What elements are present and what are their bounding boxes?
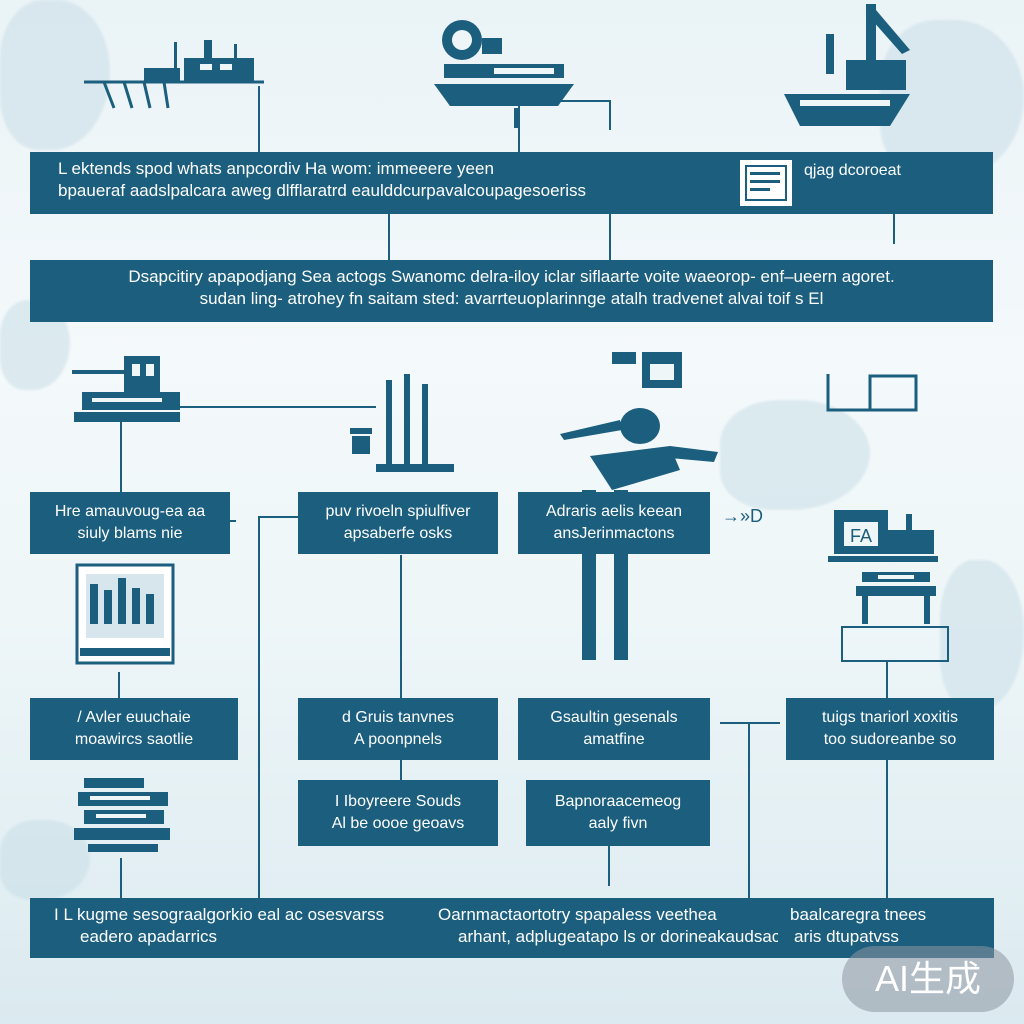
connector-line <box>609 100 611 130</box>
band-bottom-column-1: I L kugme sesograalgorkio eal ac osesvar… <box>54 904 434 948</box>
band-bottom-col3-line-1: baalcaregra tnees <box>790 905 927 924</box>
process-box: / Avler euuchaie moawircs saotlie <box>30 698 238 760</box>
process-box-line-2: too sudoreanbe so <box>823 731 957 748</box>
process-box: puv rivoeln spiulfiver apsaberfe osks <box>298 492 498 554</box>
process-box: tuigs tnariorl xoxitis too sudoreanbe so <box>786 698 994 760</box>
process-box-line-1: Hre amauvoug-ea aa <box>54 503 206 520</box>
connector-line <box>400 760 402 780</box>
connector-line <box>388 214 390 260</box>
process-box: Adraris aelis keean ansJerinmactons <box>518 492 710 554</box>
pipes-icon <box>350 374 454 472</box>
connector-line <box>120 858 122 898</box>
process-box-line-2: moawircs saotlie <box>74 731 194 748</box>
ai-generated-watermark: AI生成 <box>842 946 1014 1012</box>
frame-icon <box>826 374 918 412</box>
map-background-shape <box>720 400 870 510</box>
process-box-line-1: tuigs tnariorl xoxitis <box>821 709 959 726</box>
connector-line <box>886 760 888 898</box>
control-console-icon <box>74 778 170 852</box>
process-box: I Iboyreere Souds Al be oooe geoavs <box>298 780 498 846</box>
band-top-line-1: L ektends spod whats anpcordiv Ha wom: i… <box>58 159 494 178</box>
workbench-icon <box>856 572 936 624</box>
band-bottom-column-3: baalcaregra tnees aris dtupatvss <box>790 904 986 948</box>
offshore-platform-icon <box>84 40 264 109</box>
document-icon <box>740 160 792 206</box>
process-box: Hre amauvoug-ea aa siuly blams nie <box>30 492 230 554</box>
band-bottom-col3-line-2: aris dtupatvss <box>794 927 899 946</box>
outline-box <box>841 626 949 662</box>
process-box-line-1: d Gruis tanvnes <box>341 709 455 726</box>
connector-line <box>176 406 376 408</box>
process-box-line-1: puv rivoeln spiulfiver <box>325 503 471 520</box>
industrial-ship-icon <box>784 4 910 126</box>
process-box-line-2: A poonpnels <box>353 731 443 748</box>
process-box-line-2: amatfine <box>583 731 645 748</box>
band-middle-line-1: Dsapcitiry apapodjang Sea actogs Swanomc… <box>128 267 895 286</box>
band-bottom-col1-line-2: eadero apadarrics <box>80 927 218 946</box>
connector-line <box>120 420 122 492</box>
process-box-line-1: Adraris aelis keean <box>545 503 683 520</box>
process-box-line-1: I Iboyreere Souds <box>334 793 462 810</box>
connector-line <box>258 86 260 152</box>
connector-line <box>748 722 750 898</box>
process-box-line-2: siuly blams nie <box>77 525 183 542</box>
connector-line <box>230 520 236 522</box>
vessel-machine-icon <box>72 356 180 422</box>
process-box-line-2: aaly fivn <box>588 815 648 832</box>
process-box: Gsaultin gesenals amatfine <box>518 698 710 760</box>
band-bottom-col1-line-1: I L kugme sesograalgorkio eal ac osesvar… <box>54 905 385 924</box>
connector-line <box>118 672 120 698</box>
connector-line <box>258 516 260 898</box>
connector-line <box>893 214 895 244</box>
process-box-line-2: ansJerinmactons <box>553 525 675 542</box>
monitor-screen-icon <box>75 563 175 665</box>
map-background-shape <box>940 560 1024 710</box>
connector-line <box>258 516 298 518</box>
connector-line <box>720 722 780 724</box>
arrow-label: →»D <box>722 506 764 526</box>
process-box-line-1: / Avler euuchaie <box>77 709 191 726</box>
band-top-side-label: qjag dcoroeat <box>804 162 901 179</box>
connector-line <box>518 104 520 152</box>
band-bottom-col2-line-2: arhant, adplugeatapo ls or dorineakaudsa… <box>458 927 778 946</box>
band-top-line-2: bpaueraf aadslpalcara aweg dlfflaratrd e… <box>58 181 586 200</box>
supply-crate-icon: FA <box>828 510 938 562</box>
connector-line <box>560 100 610 102</box>
map-background-shape <box>0 0 110 150</box>
process-box-line-2: Al be oooe geoavs <box>331 815 465 832</box>
connector-line <box>886 662 888 698</box>
connector-line <box>400 555 402 698</box>
cargo-ship-icon <box>434 20 574 128</box>
info-band-bottom: I L kugme sesograalgorkio eal ac osesvar… <box>30 898 994 958</box>
process-box: d Gruis tanvnes A poonpnels <box>298 698 498 760</box>
process-box: Bapnoraacemeog aaly fivn <box>526 780 710 846</box>
connector-line <box>608 846 610 886</box>
band-bottom-column-2: Oarnmactaortotry spapaless veethea arhan… <box>438 904 778 948</box>
band-middle-line-2: sudan ling- atrohey fn saitam sted: avar… <box>199 289 824 308</box>
process-box-line-1: Bapnoraacemeog <box>554 793 682 810</box>
info-band-top: L ektends spod whats anpcordiv Ha wom: i… <box>30 152 993 214</box>
connector-line <box>609 214 611 260</box>
band-bottom-col2-line-1: Oarnmactaortotry spapaless veethea <box>438 905 717 924</box>
info-band-middle: Dsapcitiry apapodjang Sea actogs Swanomc… <box>30 260 993 322</box>
process-box-line-1: Gsaultin gesenals <box>550 709 678 726</box>
process-box-line-2: apsaberfe osks <box>343 525 453 542</box>
supply-crate-label: FA <box>850 526 872 546</box>
